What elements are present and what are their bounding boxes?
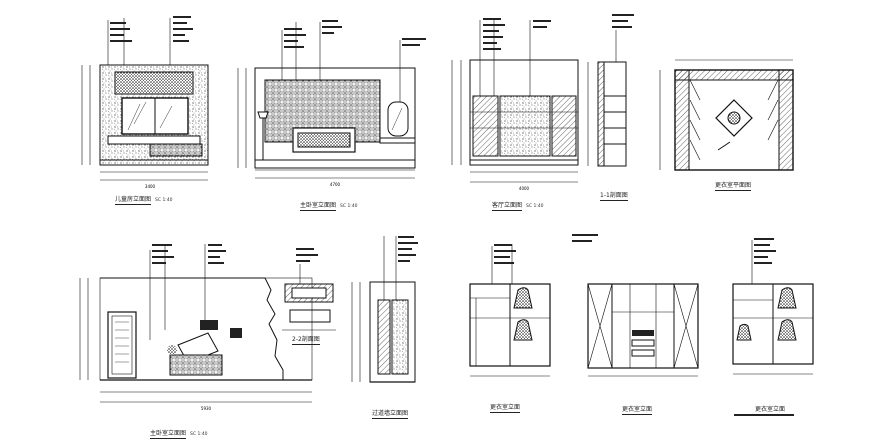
view-master-bedroom-elevation-a [237, 20, 426, 179]
caption-v7-title: 2-2剖面图 [292, 336, 320, 345]
caption-v3-title: 客厅立面图 [492, 202, 523, 211]
view-section-1-1 [587, 14, 634, 167]
caption-v4: 1-1剖面图 [600, 190, 628, 201]
view-children-room-elevation [81, 16, 209, 181]
dimension-v1-total: 3400 [145, 184, 156, 189]
view-dressing-room-elevation-a [469, 244, 551, 377]
caption-v7: 2-2剖面图 [292, 334, 320, 345]
view-dressing-room-elevation-b [572, 234, 699, 377]
view-dressing-room-plan [659, 59, 794, 171]
caption-v3-scale: SC 1:40 [526, 204, 544, 209]
caption-v6-title: 主卧室立面图 [150, 430, 187, 439]
caption-v9-title: 更衣室立面 [490, 404, 521, 413]
dimension-v3-total: 4000 [519, 186, 530, 191]
caption-v5: 更衣室平面图 [715, 180, 752, 191]
view-section-2-2 [282, 248, 336, 331]
caption-v8-title: 过道墙立面图 [372, 410, 409, 419]
caption-v6-scale: SC 1:40 [190, 432, 208, 437]
caption-v10: 更衣室立面 [622, 404, 653, 415]
caption-v1-title: 儿童房立面图 [115, 196, 152, 205]
caption-v1-scale: SC 1:40 [155, 198, 173, 203]
caption-v2-scale: SC 1:40 [340, 204, 358, 209]
view-dressing-room-elevation-c [732, 238, 814, 416]
dimension-v2-total: 4700 [330, 182, 341, 187]
caption-v2-title: 主卧室立面图 [300, 202, 337, 211]
view-corridor-wall-elevation [351, 236, 418, 383]
caption-v5-title: 更衣室平面图 [715, 182, 752, 191]
caption-v8: 过道墙立面图 [372, 408, 409, 419]
view-master-bedroom-elevation-b [79, 244, 313, 403]
caption-v4-title: 1-1剖面图 [600, 192, 628, 201]
view-living-room-elevation [451, 18, 579, 183]
caption-v11-title: 更衣室立面 [755, 406, 786, 415]
dimension-v6-total: 5930 [201, 406, 212, 411]
caption-v11: 更衣室立面 [755, 404, 786, 415]
caption-v9: 更衣室立面 [490, 402, 521, 413]
caption-v10-title: 更衣室立面 [622, 406, 653, 415]
